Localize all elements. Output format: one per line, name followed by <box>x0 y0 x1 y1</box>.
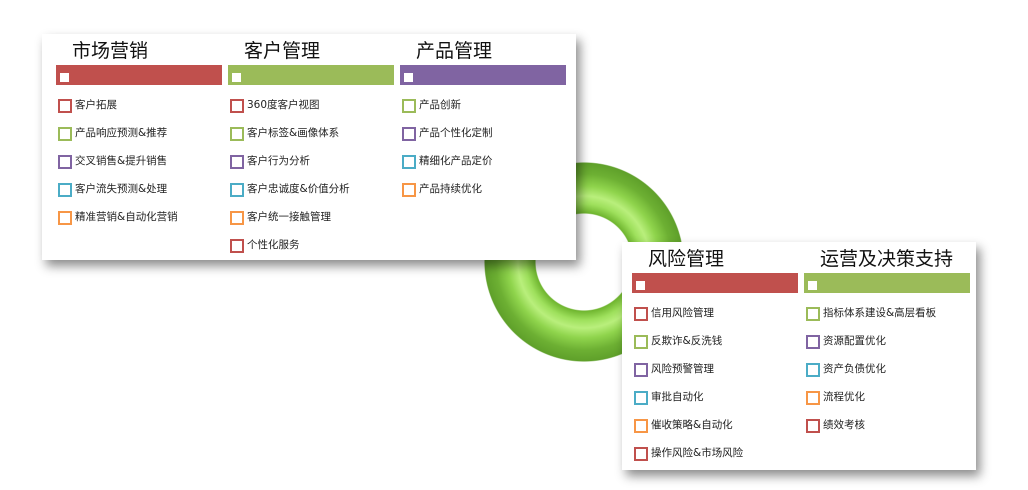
column-header-bar <box>804 273 970 293</box>
checkbox-icon <box>806 419 820 433</box>
bar-marker <box>60 73 69 82</box>
item-label: 客户拓展 <box>75 99 117 111</box>
checkbox-icon <box>634 363 648 377</box>
column-title: 产品管理 <box>416 40 493 62</box>
column-header-bar <box>228 65 394 85</box>
item-label: 交叉销售&提升销售 <box>75 155 168 167</box>
checkbox-icon <box>402 99 416 113</box>
checkbox-icon <box>230 211 244 225</box>
item-label: 客户统一接触管理 <box>247 211 331 223</box>
checkbox-icon <box>806 307 820 321</box>
item-label: 产品响应预测&推荐 <box>75 127 168 139</box>
column-title: 运营及决策支持 <box>820 248 954 270</box>
checkbox-icon <box>402 155 416 169</box>
checkbox-icon <box>58 183 72 197</box>
item-label: 反欺诈&反洗钱 <box>651 335 723 347</box>
checkbox-icon <box>58 99 72 113</box>
item-label: 客户行为分析 <box>247 155 310 167</box>
checkbox-icon <box>634 307 648 321</box>
item-label: 精准营销&自动化营销 <box>75 211 178 223</box>
item-label: 产品个性化定制 <box>419 127 493 139</box>
checkbox-icon <box>402 127 416 141</box>
item-label: 360度客户视图 <box>247 99 320 111</box>
column-title: 市场营销 <box>72 40 149 62</box>
bar-marker <box>636 281 645 290</box>
item-label: 审批自动化 <box>651 391 704 403</box>
checkbox-icon <box>230 99 244 113</box>
item-label: 绩效考核 <box>823 419 865 431</box>
checkbox-icon <box>402 183 416 197</box>
item-label: 催收策略&自动化 <box>651 419 733 431</box>
item-label: 资源配置优化 <box>823 335 886 347</box>
checkbox-icon <box>806 391 820 405</box>
column-header-bar <box>56 65 222 85</box>
item-label: 操作风险&市场风险 <box>651 447 744 459</box>
column-header-bar <box>632 273 798 293</box>
item-label: 产品持续优化 <box>419 183 482 195</box>
item-label: 流程优化 <box>823 391 865 403</box>
checkbox-icon <box>58 155 72 169</box>
item-label: 信用风险管理 <box>651 307 714 319</box>
item-label: 风险预警管理 <box>651 363 714 375</box>
item-label: 资产负债优化 <box>823 363 886 375</box>
bar-marker <box>808 281 817 290</box>
checkbox-icon <box>230 239 244 253</box>
checkbox-icon <box>230 155 244 169</box>
checkbox-icon <box>806 363 820 377</box>
bar-marker <box>404 73 413 82</box>
item-label: 个性化服务 <box>247 239 300 251</box>
item-label: 精细化产品定价 <box>419 155 493 167</box>
checkbox-icon <box>58 127 72 141</box>
checkbox-icon <box>230 127 244 141</box>
item-label: 客户标签&画像体系 <box>247 127 340 139</box>
column-header-bar <box>400 65 566 85</box>
top-card: 市场营销 客户拓展产品响应预测&推荐交叉销售&提升销售客户流失预测&处理精准营销… <box>42 34 576 260</box>
checkbox-icon <box>58 211 72 225</box>
item-label: 指标体系建设&高层看板 <box>823 307 937 319</box>
checkbox-icon <box>230 183 244 197</box>
item-label: 产品创新 <box>419 99 461 111</box>
checkbox-icon <box>634 391 648 405</box>
checkbox-icon <box>634 419 648 433</box>
bottom-card: 风险管理 信用风险管理反欺诈&反洗钱风险预警管理审批自动化催收策略&自动化操作风… <box>622 242 976 470</box>
checkbox-icon <box>634 447 648 461</box>
column-title: 风险管理 <box>648 248 725 270</box>
item-label: 客户流失预测&处理 <box>75 183 168 195</box>
checkbox-icon <box>634 335 648 349</box>
column-title: 客户管理 <box>244 40 321 62</box>
item-label: 客户忠诚度&价值分析 <box>247 183 350 195</box>
bar-marker <box>232 73 241 82</box>
checkbox-icon <box>806 335 820 349</box>
